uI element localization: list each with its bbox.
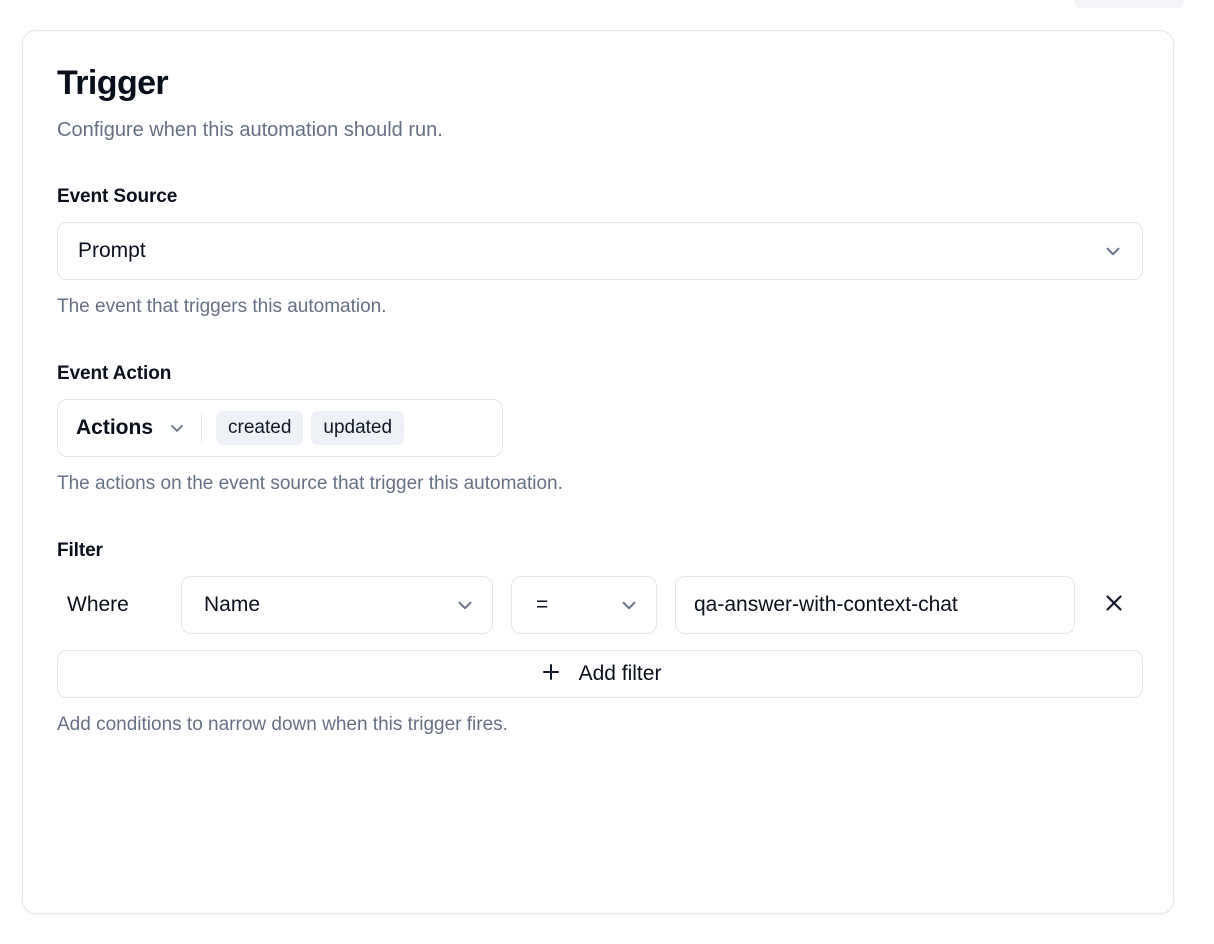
filter-row: Where Name = <box>57 575 1139 634</box>
add-filter-button[interactable]: Add filter <box>57 649 1143 698</box>
event-action-label: Event Action <box>57 363 172 385</box>
filter-field: Filter Where Name = <box>57 539 1143 737</box>
filter-operator-select[interactable]: = <box>511 575 657 634</box>
event-source-help: The event that triggers this automation. <box>57 296 387 318</box>
event-action-chip-created[interactable]: created <box>216 411 304 446</box>
event-action-dropdown-trigger[interactable]: Actions <box>76 416 201 440</box>
filter-field-select[interactable]: Name <box>181 575 493 634</box>
event-action-chip-updated[interactable]: updated <box>311 411 405 446</box>
chevron-down-icon <box>454 594 476 616</box>
filter-field-value: Name <box>204 592 261 616</box>
chevron-down-icon <box>1102 240 1124 262</box>
event-source-label: Event Source <box>57 186 178 208</box>
event-action-field: Event Action Actions created updated The… <box>57 363 1139 496</box>
filter-help: Add conditions to narrow down when this … <box>57 713 508 735</box>
event-action-help: The actions on the event source that tri… <box>57 473 563 495</box>
add-filter-label: Add filter <box>578 661 662 685</box>
page-subtitle: Configure when this automation should ru… <box>57 119 443 142</box>
page-title: Trigger <box>57 64 169 102</box>
close-icon <box>1102 591 1126 618</box>
chevron-down-icon <box>618 594 640 616</box>
offscreen-element-sliver <box>1074 0 1184 8</box>
event-source-field: Event Source Prompt The event that trigg… <box>57 186 1143 319</box>
divider <box>201 413 203 444</box>
chevron-down-icon <box>167 418 187 438</box>
plus-icon <box>539 660 563 687</box>
event-action-trigger-label: Actions <box>76 416 154 440</box>
event-source-value: Prompt <box>78 239 146 263</box>
event-action-chips: created updated <box>216 411 405 446</box>
where-label: Where <box>67 592 129 616</box>
filter-value-input[interactable] <box>675 575 1075 634</box>
event-source-select[interactable]: Prompt <box>57 222 1143 281</box>
filter-label: Filter <box>57 539 103 561</box>
event-action-multiselect[interactable]: Actions created updated <box>57 399 503 458</box>
filter-operator-value: = <box>536 592 549 616</box>
remove-filter-button[interactable] <box>1085 576 1143 634</box>
trigger-card: Trigger Configure when this automation s… <box>22 30 1174 914</box>
